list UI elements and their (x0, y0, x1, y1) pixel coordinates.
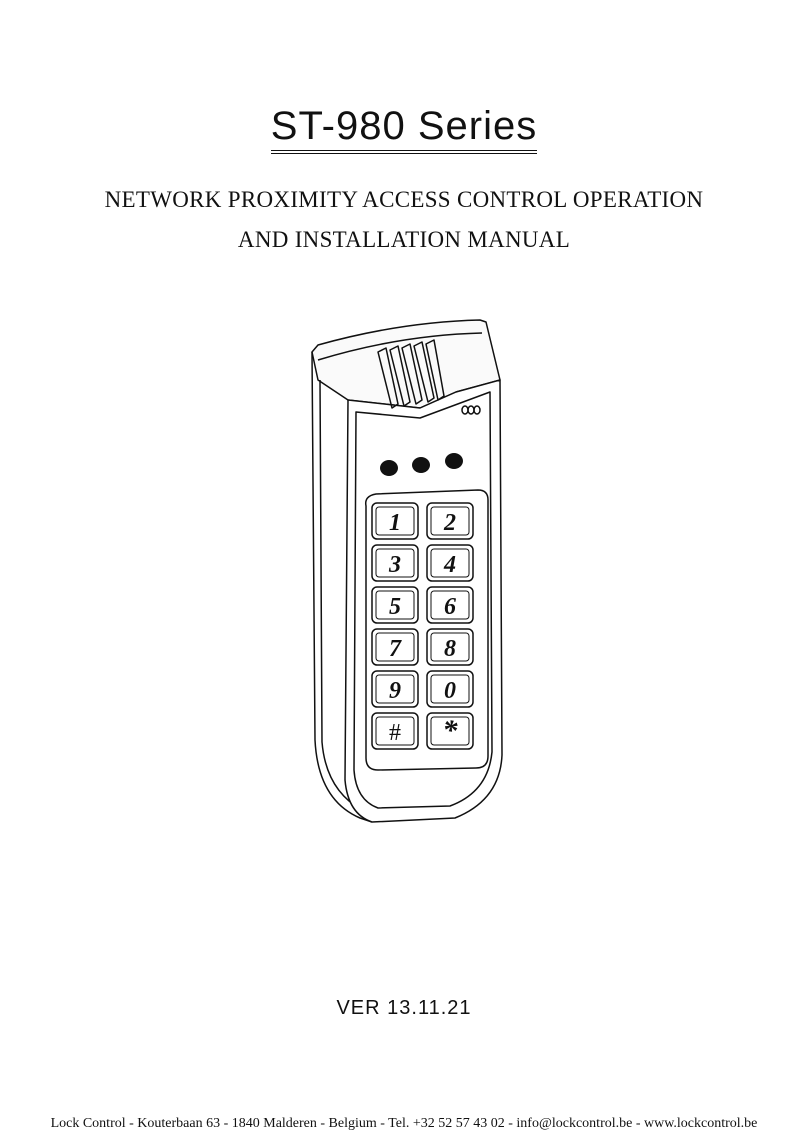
keypad-key-label: 6 (444, 594, 456, 620)
keypad-key-label: 5 (389, 594, 401, 620)
keypad-key-5: 5 (371, 586, 419, 624)
device-front-face (344, 379, 503, 823)
keypad-key-8: 8 (426, 628, 474, 666)
keypad-key-label: 2 (443, 510, 456, 536)
keypad-key-label: 4 (443, 552, 456, 578)
keypad-key-1: 1 (371, 502, 419, 540)
keypad-key-label: # (389, 720, 401, 746)
led-indicator-right (445, 453, 463, 469)
keypad-key-9: 9 (371, 670, 419, 708)
subtitle-line-1: NETWORK PROXIMITY ACCESS CONTROL OPERATI… (104, 187, 704, 212)
keypad-key-label: 8 (444, 636, 456, 662)
keypad-key-star: * (426, 712, 474, 750)
device-front-inner (353, 391, 493, 809)
keypad-key-label: 3 (388, 552, 401, 578)
keypad-key-6: 6 (426, 586, 474, 624)
vent-4 (413, 341, 435, 403)
keypad-key-7: 7 (371, 628, 419, 666)
vent-1 (377, 347, 399, 409)
keypad-key-label: * (443, 714, 459, 747)
subtitle-line-2: AND INSTALLATION MANUAL (237, 227, 571, 252)
keypad-key-hash: # (371, 712, 419, 750)
keypad-key-label: 0 (444, 678, 456, 704)
led-indicator-middle (412, 457, 430, 473)
keypad-key-0: 0 (426, 670, 474, 708)
device-top-cap-inner (317, 332, 483, 361)
version-label: VER 13.11.21 (336, 997, 472, 1019)
document-title-text: ST-980 Series (270, 104, 538, 154)
keypad-key-2: 2 (426, 502, 474, 540)
footer-contact: Lock Control - Kouterbaan 63 - 1840 Mald… (50, 1116, 758, 1131)
keypad-key-label: 7 (389, 636, 402, 662)
keypad-key-label: 9 (389, 678, 401, 704)
keypad-keys: 1 2 3 4 5 6 7 8 9 0 # * (371, 502, 474, 750)
led-indicator-left (380, 460, 398, 476)
device-left-side (311, 351, 373, 823)
document-title: ST-980 Series (0, 104, 808, 154)
vent-3 (401, 343, 423, 405)
vent-5 (425, 339, 445, 401)
vent-2 (389, 345, 411, 407)
keypad-panel (364, 489, 489, 771)
keypad-key-4: 4 (426, 544, 474, 582)
side-indicator-3 (473, 405, 481, 415)
keypad-key-3: 3 (371, 544, 419, 582)
keypad-key-label: 1 (389, 510, 401, 536)
